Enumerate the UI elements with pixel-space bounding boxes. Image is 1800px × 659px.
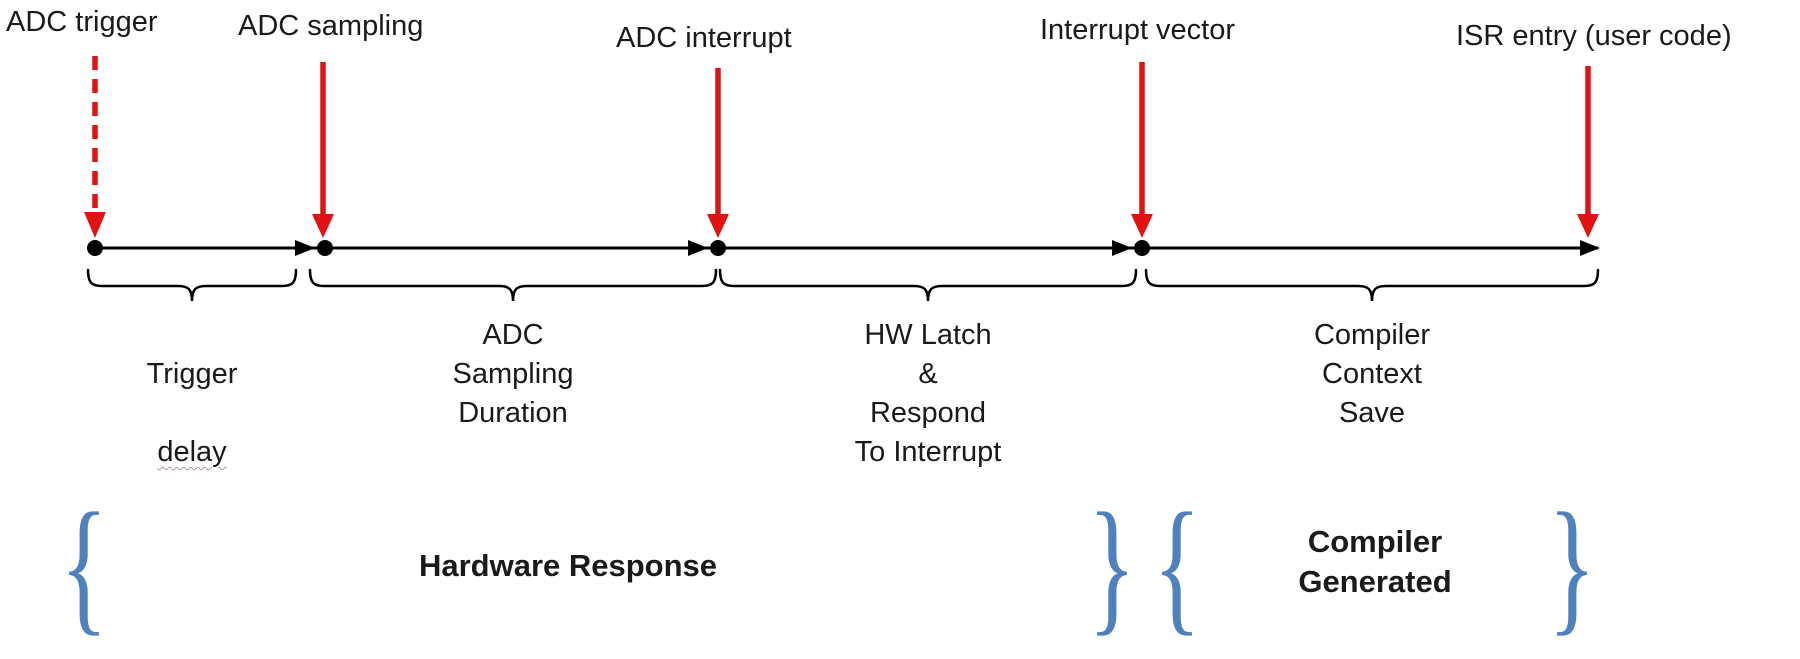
timeline-dot-sampling: [317, 240, 333, 256]
isr-entry-arrow-icon: [1577, 66, 1599, 238]
arrow-head: [707, 214, 729, 238]
timeline-arrowhead-icon: [1580, 240, 1600, 256]
segment-label-hw-latch-respond: HW Latch & Respond To Interrupt: [854, 319, 1002, 468]
segment-label-compiler-context-save: Compiler Context Save: [1313, 319, 1431, 429]
bracket-trigger-delay: [86, 268, 298, 302]
arrow-head: [312, 214, 334, 238]
bracket-hw-latch: [718, 268, 1138, 302]
event-label-adc-interrupt: ADC interrupt: [616, 22, 792, 54]
timeline: [87, 240, 1600, 256]
arrow-head: [84, 212, 106, 238]
adc-interrupt-arrow-icon: [707, 68, 729, 238]
timeline-dot-trigger: [87, 240, 103, 256]
event-label-adc-trigger: ADC trigger: [6, 6, 158, 38]
segment-label-adc-sampling-duration: ADC Sampling Duration: [452, 319, 574, 429]
arrow-head: [1131, 214, 1153, 238]
segment-label-trigger-delay: Trigger delay: [147, 316, 238, 472]
adc-trigger-arrow-icon: [84, 56, 106, 238]
phase-label-hardware-response: Hardware Response: [418, 548, 718, 583]
segment-label-line: delay: [157, 436, 227, 468]
adc-sampling-arrow-icon: [312, 62, 334, 238]
timeline-arrowhead-icon: [688, 240, 708, 256]
open-brace-icon: {: [60, 482, 108, 649]
timeline-dot-interrupt: [710, 240, 726, 256]
bracket-adc-sampling-duration: [308, 268, 718, 302]
event-label-adc-sampling: ADC sampling: [238, 10, 424, 42]
segment-label-line: Trigger: [146, 358, 238, 390]
phase-label-compiler-generated: Compiler Generated: [1298, 524, 1452, 599]
timeline-dot-vector: [1134, 240, 1150, 256]
arrow-head: [1577, 214, 1599, 238]
close-brace-icon: }: [1548, 482, 1596, 649]
event-label-isr-entry: ISR entry (user code): [1456, 20, 1732, 52]
interrupt-vector-arrow-icon: [1131, 62, 1153, 238]
close-brace-icon: }: [1088, 482, 1136, 649]
timeline-arrowhead-icon: [295, 240, 315, 256]
bracket-compiler-context-save: [1144, 268, 1600, 302]
event-label-interrupt-vector: Interrupt vector: [1040, 14, 1236, 46]
open-brace-icon: {: [1153, 482, 1201, 649]
timeline-arrowhead-icon: [1112, 240, 1132, 256]
